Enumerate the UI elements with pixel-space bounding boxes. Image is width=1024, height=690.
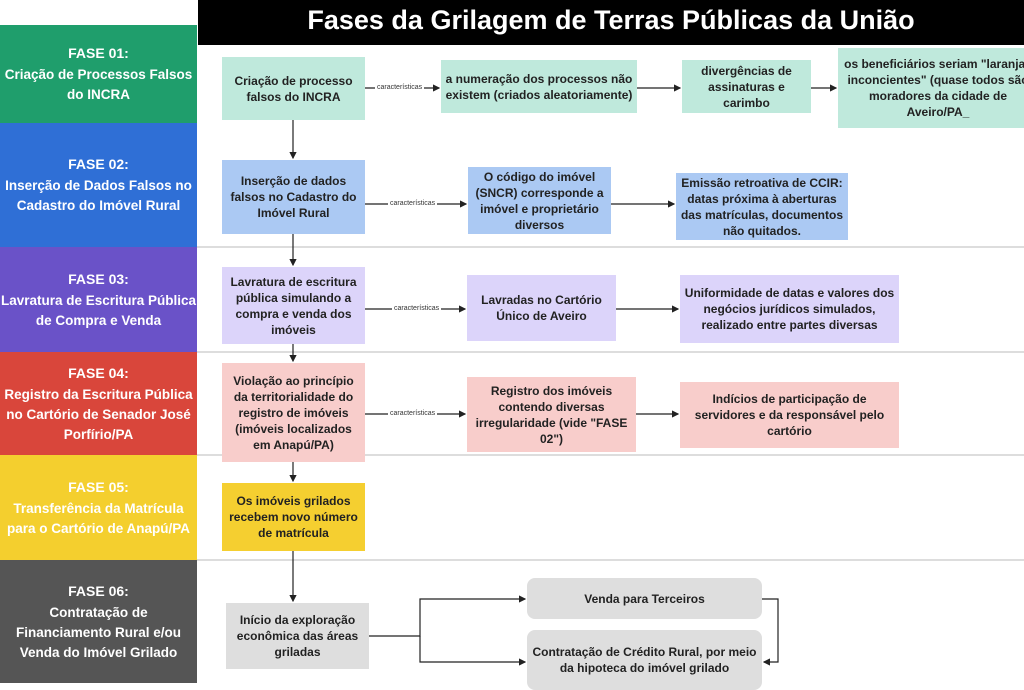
phase-number: FASE 01: — [68, 45, 129, 61]
phase-02: FASE 02: Inserção de Dados Falsos no Cada… — [0, 123, 197, 247]
phase-label: Criação de Processos Falsos do INCRA — [4, 67, 193, 102]
phase-06: FASE 06: Contratação de Financiamento Rur… — [0, 560, 197, 683]
node-fase04-feature: Registro dos imóveis contendo diversas i… — [467, 377, 636, 452]
node-fase01-feature: os beneficiários seriam "laranjas inconc… — [838, 48, 1024, 128]
divider — [197, 559, 1024, 561]
phase-number: FASE 02: — [68, 156, 129, 172]
phase-number: FASE 05: — [68, 478, 129, 495]
phase-number: FASE 04: — [68, 364, 129, 381]
node-fase02-main: Inserção de dados falsos no Cadastro do … — [222, 160, 365, 234]
node-fase01-feature: divergências de assinaturas e carimbo — [682, 60, 811, 113]
node-fase03-feature: Uniformidade de datas e valores dos negó… — [680, 275, 899, 343]
edge-label: características — [375, 84, 425, 91]
node-fase06-main: Início da exploração econômica das áreas… — [226, 603, 369, 669]
phase-label: Lavratura de Escritura Pública de Compra… — [0, 292, 197, 328]
phase-label: Registro da Escritura Pública no Cartóri… — [4, 386, 193, 442]
edge-label: características — [388, 200, 438, 207]
node-fase03-feature: Lavradas no Cartório Único de Aveiro — [467, 275, 616, 341]
divider — [197, 246, 1024, 248]
node-fase04-main: Violação ao princípio da territorialidad… — [222, 363, 365, 462]
phase-label: Transferência da Matrícula para o Cartór… — [6, 500, 191, 536]
edge-label: características — [392, 305, 442, 312]
edge-label: características — [388, 410, 438, 417]
node-fase05-main: Os imóveis grilados recebem novo número … — [222, 483, 365, 551]
node-fase01-main: Criação de processo falsos do INCRA — [222, 57, 365, 120]
phase-label: Inserção de Dados Falsos no Cadastro do … — [5, 178, 192, 213]
phase-label: Contratação de Financiamento Rural e/ou … — [15, 604, 182, 660]
phase-number: FASE 06: — [68, 582, 129, 599]
phase-04: FASE 04: Registro da Escritura Pública no… — [0, 352, 197, 455]
node-fase02-feature: O código do imóvel (SNCR) corresponde a … — [468, 167, 611, 234]
node-venda-terceiros: Venda para Terceiros — [527, 578, 762, 619]
node-fase03-main: Lavratura de escritura pública simulando… — [222, 267, 365, 344]
node-fase02-feature: Emissão retroativa de CCIR: datas próxim… — [676, 173, 848, 240]
node-fase04-feature: Indícios de participação de servidores e… — [680, 382, 899, 448]
page-title: Fases da Grilagem de Terras Públicas da … — [198, 0, 1024, 45]
node-fase01-feature: a numeração dos processos não existem (c… — [441, 60, 637, 113]
divider — [197, 351, 1024, 353]
phase-number: FASE 03: — [68, 270, 129, 287]
phase-03: FASE 03: Lavratura de Escritura Pública d… — [0, 247, 197, 352]
phase-01: FASE 01: Criação de Processos Falsos do I… — [0, 25, 197, 123]
node-credito-rural: Contratação de Crédito Rural, por meio d… — [527, 630, 762, 690]
phase-05: FASE 05: Transferência da Matrícula para … — [0, 455, 197, 560]
divider — [197, 454, 1024, 456]
